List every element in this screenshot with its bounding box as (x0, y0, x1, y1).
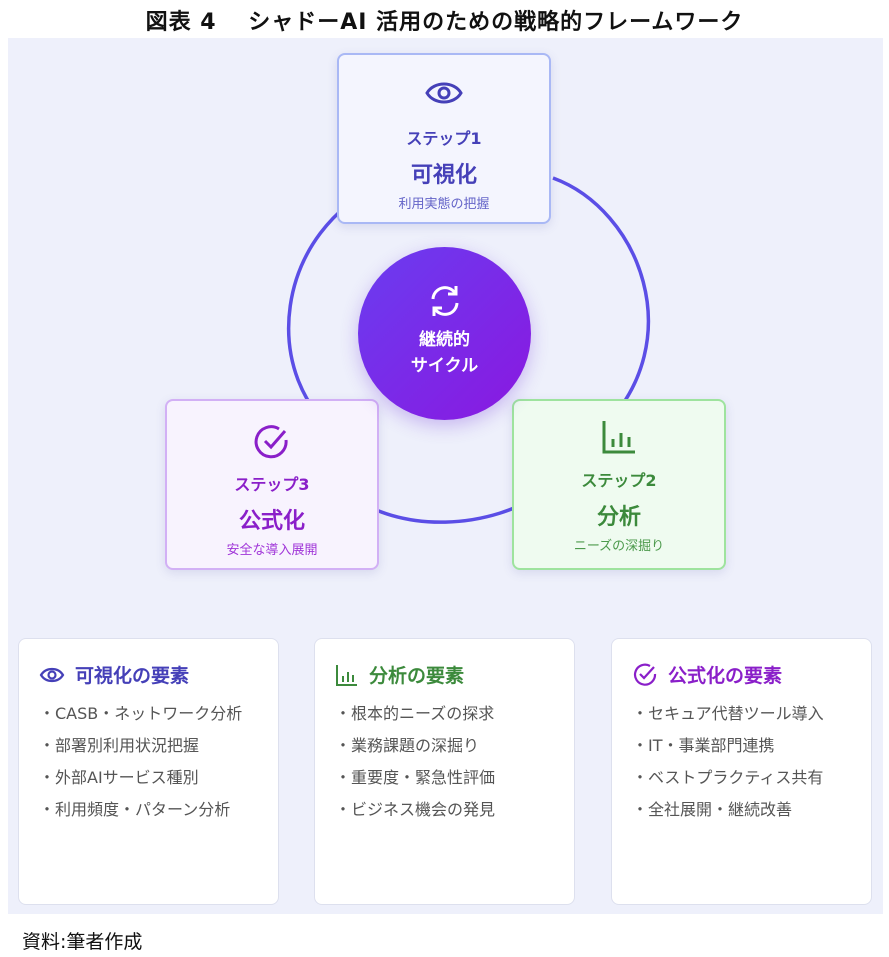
card-title: 分析の要素 (369, 665, 465, 687)
check-circle-icon (633, 663, 657, 686)
eye-icon (339, 77, 549, 113)
list-item: ・外部AIサービス種別 (39, 768, 199, 787)
list-item: ・業務課題の深掘り (335, 736, 480, 755)
step-desc: 安全な導入展開 (226, 543, 318, 558)
list-item: ・根本的ニーズの探求 (335, 704, 495, 723)
step-label: ステップ3 (234, 475, 310, 494)
card-analysis: 分析の要素 ・根本的ニーズの探求 ・業務課題の深掘り ・重要度・緊急性評価 ・ビ… (314, 638, 575, 905)
center-line2: サイクル (410, 356, 479, 376)
step-3-box: ステップ3 公式化 安全な導入展開 (165, 399, 379, 570)
list-item: ・部署別利用状況把握 (39, 736, 200, 755)
step-1-box: ステップ1 可視化 利用実態の把握 (337, 53, 551, 224)
list-item: ・CASB・ネットワーク分析 (39, 704, 243, 723)
card-title: 可視化の要素 (75, 665, 190, 687)
bar-chart-icon (336, 664, 357, 686)
step-label: ステップ2 (581, 471, 657, 490)
list-item: ・重要度・緊急性評価 (335, 768, 496, 787)
source-note: 資料:筆者作成 (22, 931, 143, 953)
step-name: 可視化 (410, 163, 477, 188)
list-item: ・全社展開・継続改善 (632, 800, 793, 819)
figure-title: 図表 4 シャドーAI 活用のための戦略的フレームワーク (145, 10, 744, 35)
step-desc: 利用実態の把握 (398, 197, 490, 212)
step-2-box: ステップ2 分析 ニーズの深掘り (512, 399, 726, 570)
step-label: ステップ1 (406, 129, 482, 148)
refresh-icon (358, 283, 531, 319)
eye-icon (39, 667, 65, 682)
step-name: 分析 (596, 505, 641, 530)
center-line1: 継続的 (419, 330, 470, 350)
list-item: ・利用頻度・パターン分析 (39, 800, 231, 819)
bar-chart-icon (514, 419, 724, 455)
list-item: ・IT・事業部門連携 (632, 736, 775, 755)
list-item: ・セキュア代替ツール導入 (632, 704, 824, 723)
step-desc: ニーズの深掘り (573, 539, 665, 554)
card-formalization: 公式化の要素 ・セキュア代替ツール導入 ・IT・事業部門連携 ・ベストプラクティ… (611, 638, 872, 905)
card-title: 公式化の要素 (668, 665, 783, 687)
step-name: 公式化 (238, 509, 305, 534)
check-circle-icon (167, 423, 377, 459)
continuous-cycle-circle: 継続的 サイクル (358, 247, 531, 420)
list-item: ・ビジネス機会の発見 (335, 800, 496, 819)
card-visualization: 可視化の要素 ・CASB・ネットワーク分析 ・部署別利用状況把握 ・外部AIサー… (18, 638, 279, 905)
arrow-step1-to-step2 (552, 176, 651, 438)
list-item: ・ベストプラクティス共有 (632, 768, 824, 787)
